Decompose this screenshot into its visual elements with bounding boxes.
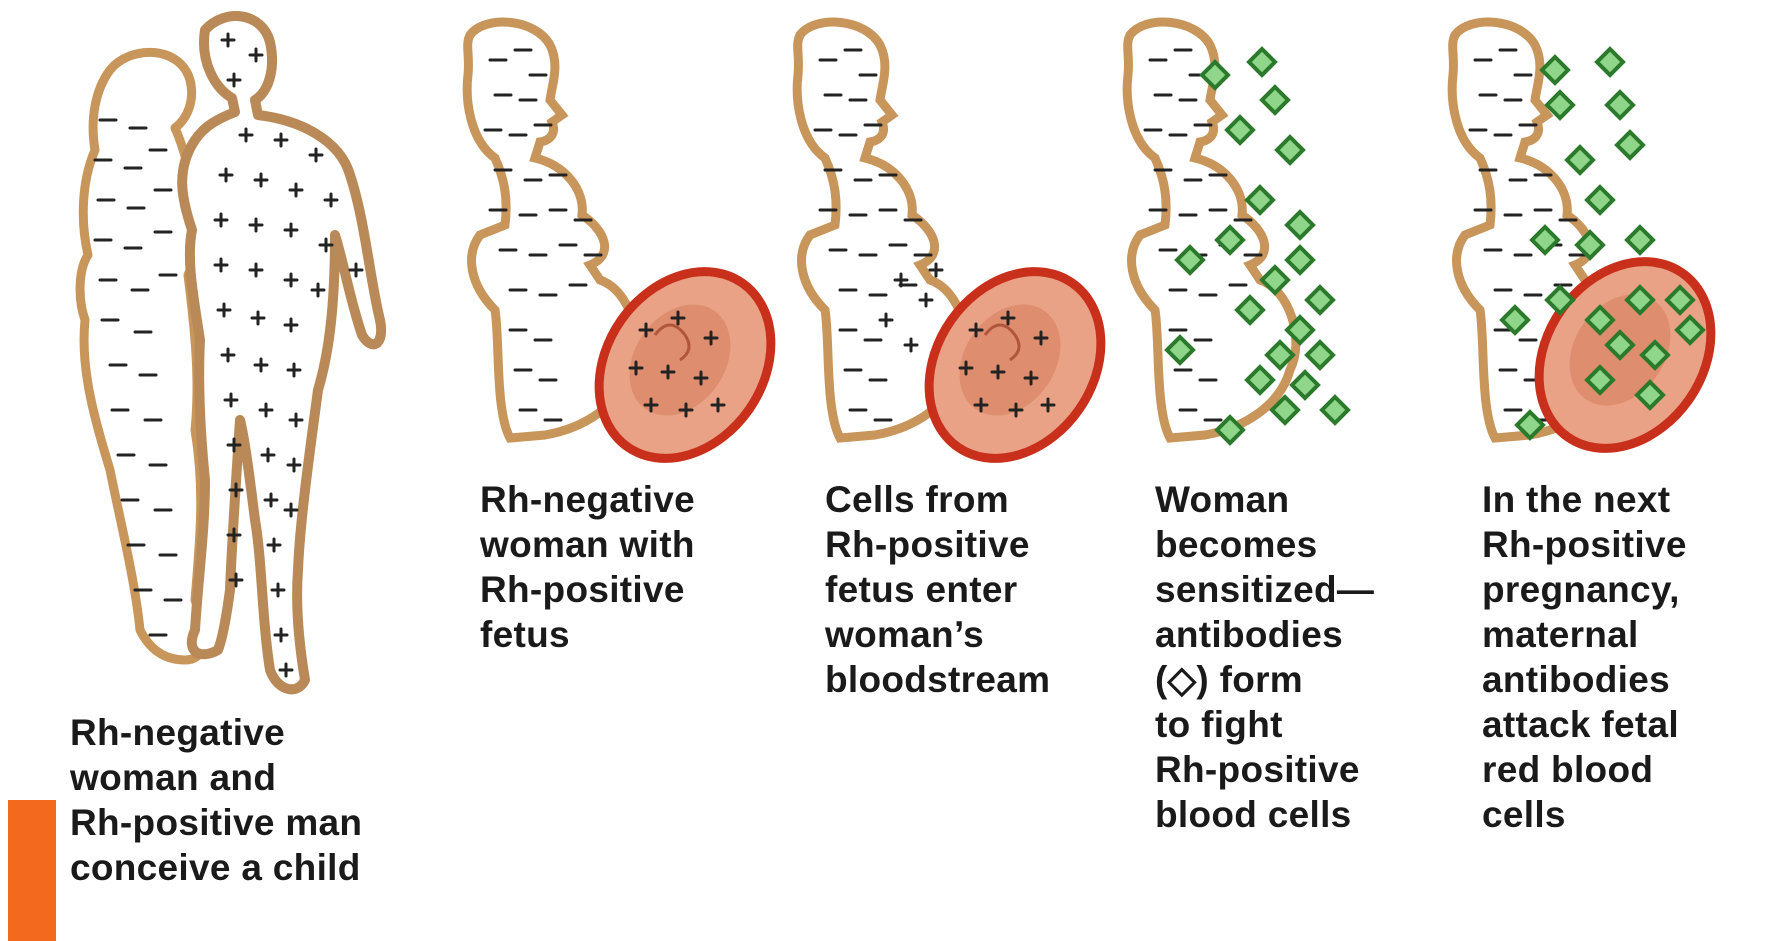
green-diamond-antibody-icon	[1587, 187, 1613, 213]
green-diamond-antibody-icon	[1597, 49, 1623, 75]
caption-line: cells	[1482, 792, 1687, 837]
green-diamond-antibody-icon	[1247, 187, 1273, 213]
green-diamond-antibody-icon	[1287, 247, 1313, 273]
green-diamond-antibody-icon	[1627, 227, 1653, 253]
caption-line: Rh-positive	[825, 522, 1050, 567]
caption-line: fetus enter	[825, 567, 1050, 612]
caption-sensitized: Womanbecomessensitized—antibodies(◇) for…	[1155, 477, 1374, 837]
green-diamond-antibody-icon	[1307, 342, 1333, 368]
green-diamond-antibody-icon	[1249, 49, 1275, 75]
caption-line: Rh-positive	[480, 567, 695, 612]
green-diamond-antibody-icon	[1607, 92, 1633, 118]
caption-attack: In the nextRh-positivepregnancy,maternal…	[1482, 477, 1687, 837]
caption-line: antibodies	[1482, 657, 1687, 702]
green-diamond-antibody-icon	[1542, 57, 1568, 83]
caption-line: woman and	[70, 755, 362, 800]
woman-outline	[80, 52, 204, 660]
caption-line: Woman	[1155, 477, 1374, 522]
green-diamond-antibody-icon	[1287, 212, 1313, 238]
caption-line: woman’s	[825, 612, 1050, 657]
green-diamond-antibody-icon	[1307, 287, 1333, 313]
green-diamond-antibody-icon	[1567, 147, 1593, 173]
caption-cells-enter: Cells fromRh-positivefetus enterwoman’sb…	[825, 477, 1050, 702]
caption-line: sensitized—	[1155, 567, 1374, 612]
caption-line: Rh-positive	[1482, 522, 1687, 567]
caption-line: blood cells	[1155, 792, 1374, 837]
caption-pregnant: Rh-negativewoman withRh-positivefetus	[480, 477, 695, 657]
caption-couple: Rh-negativewoman andRh-positive manconce…	[70, 710, 362, 890]
green-diamond-antibody-icon	[1292, 372, 1318, 398]
caption-line: bloodstream	[825, 657, 1050, 702]
caption-line: woman with	[480, 522, 695, 567]
caption-line: pregnancy,	[1482, 567, 1687, 612]
green-diamond-antibody-icon	[1277, 137, 1303, 163]
green-diamond-antibody-icon	[1617, 132, 1643, 158]
green-diamond-antibody-icon	[1262, 87, 1288, 113]
caption-line: conceive a child	[70, 845, 362, 890]
green-diamond-antibody-icon	[1227, 117, 1253, 143]
caption-line: In the next	[1482, 477, 1687, 522]
orange-accent-bar	[8, 800, 56, 941]
couple-figure	[80, 16, 381, 689]
caption-line: attack fetal	[1482, 702, 1687, 747]
green-diamond-antibody-icon	[1322, 397, 1348, 423]
caption-line: Rh-positive	[1155, 747, 1374, 792]
caption-line: antibodies	[1155, 612, 1374, 657]
caption-line: Cells from	[825, 477, 1050, 522]
caption-line: maternal	[1482, 612, 1687, 657]
caption-line: (◇) form	[1155, 657, 1374, 702]
caption-line: to fight	[1155, 702, 1374, 747]
caption-line: becomes	[1155, 522, 1374, 567]
man-outline	[182, 16, 381, 689]
caption-line: fetus	[480, 612, 695, 657]
caption-line: Rh-negative	[70, 710, 362, 755]
caption-line: red blood	[1482, 747, 1687, 792]
caption-line: Rh-positive man	[70, 800, 362, 845]
caption-line: Rh-negative	[480, 477, 695, 522]
